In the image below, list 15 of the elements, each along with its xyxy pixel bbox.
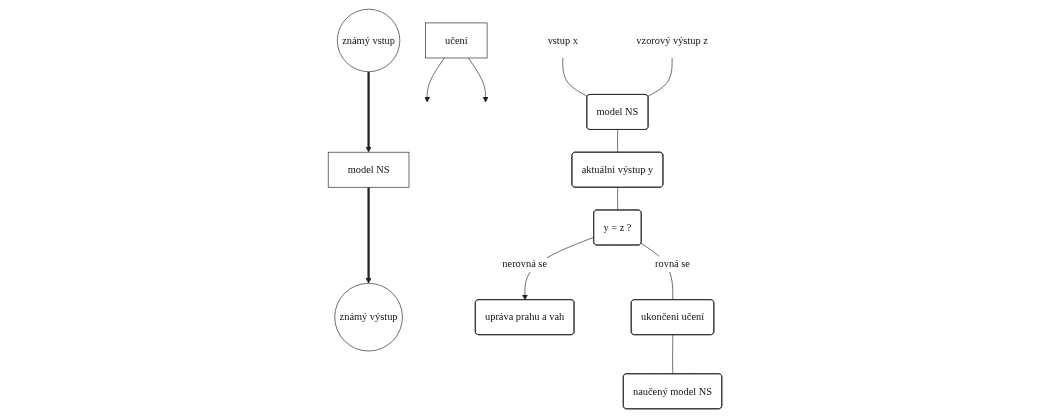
connector <box>616 129 618 153</box>
connector <box>562 57 588 97</box>
connector <box>647 57 673 97</box>
connector <box>672 334 673 375</box>
node-text: vzorový výstup z <box>636 34 708 46</box>
node-text: vstup x <box>547 34 578 46</box>
arrow <box>365 187 372 284</box>
edge-label: rovná se <box>654 258 690 270</box>
edge-label: nerovná se <box>502 258 547 270</box>
node-circle: známý výstup <box>334 283 403 352</box>
node-box: učení <box>425 22 488 59</box>
arrow <box>365 71 372 153</box>
node-circle: známý vstup <box>336 8 400 73</box>
connector <box>616 187 618 211</box>
node-box: model NS <box>327 151 410 188</box>
